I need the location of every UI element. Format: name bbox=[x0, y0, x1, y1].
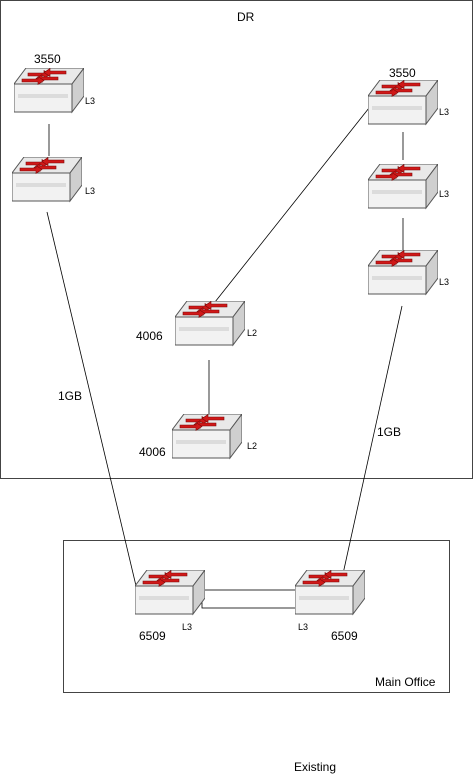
caption: Existing bbox=[294, 760, 336, 774]
switch-icon bbox=[135, 570, 205, 615]
dr-zone-boundary bbox=[0, 0, 473, 479]
link-label-right: 1GB bbox=[377, 425, 401, 439]
switch-model-label: 6509 bbox=[331, 629, 358, 643]
link-dr-right-3-to-mo-right bbox=[340, 305, 403, 584]
switch-layer-label: L3 bbox=[439, 107, 449, 117]
switch-layer-label: L2 bbox=[247, 328, 257, 338]
switch-model-label: 6509 bbox=[139, 629, 166, 643]
switch-icon bbox=[368, 164, 438, 209]
switch-icon bbox=[12, 157, 82, 202]
link-mo-left-to-mo-right bbox=[201, 589, 299, 609]
switch-model-label: 4006 bbox=[139, 445, 166, 459]
switch-model-label: 3550 bbox=[34, 52, 61, 66]
switch-icon bbox=[175, 301, 245, 346]
switch-layer-label: L2 bbox=[247, 441, 257, 451]
switch-icon bbox=[368, 250, 438, 295]
switch-model-label: 4006 bbox=[136, 329, 163, 343]
switch-layer-label: L3 bbox=[85, 96, 95, 106]
switch-layer-label: L3 bbox=[439, 189, 449, 199]
link-label-left: 1GB bbox=[58, 389, 82, 403]
main-office-zone-boundary bbox=[63, 540, 450, 693]
switch-layer-label: L3 bbox=[298, 622, 308, 632]
switch-layer-label: L3 bbox=[85, 186, 95, 196]
link-dr-left-2-to-mo-left bbox=[46, 211, 138, 591]
switch-model-label: 3550 bbox=[389, 66, 416, 80]
link-dr-right-1-to-dr-mid-1 bbox=[214, 107, 370, 303]
dr-zone-label: DR bbox=[237, 10, 255, 24]
switch-icon bbox=[14, 68, 84, 113]
switch-icon bbox=[368, 80, 438, 125]
switch-icon bbox=[172, 414, 242, 459]
switch-layer-label: L3 bbox=[182, 622, 192, 632]
switch-layer-label: L3 bbox=[439, 277, 449, 287]
switch-icon bbox=[295, 570, 365, 615]
main-office-zone-label: Main Office bbox=[375, 675, 436, 689]
